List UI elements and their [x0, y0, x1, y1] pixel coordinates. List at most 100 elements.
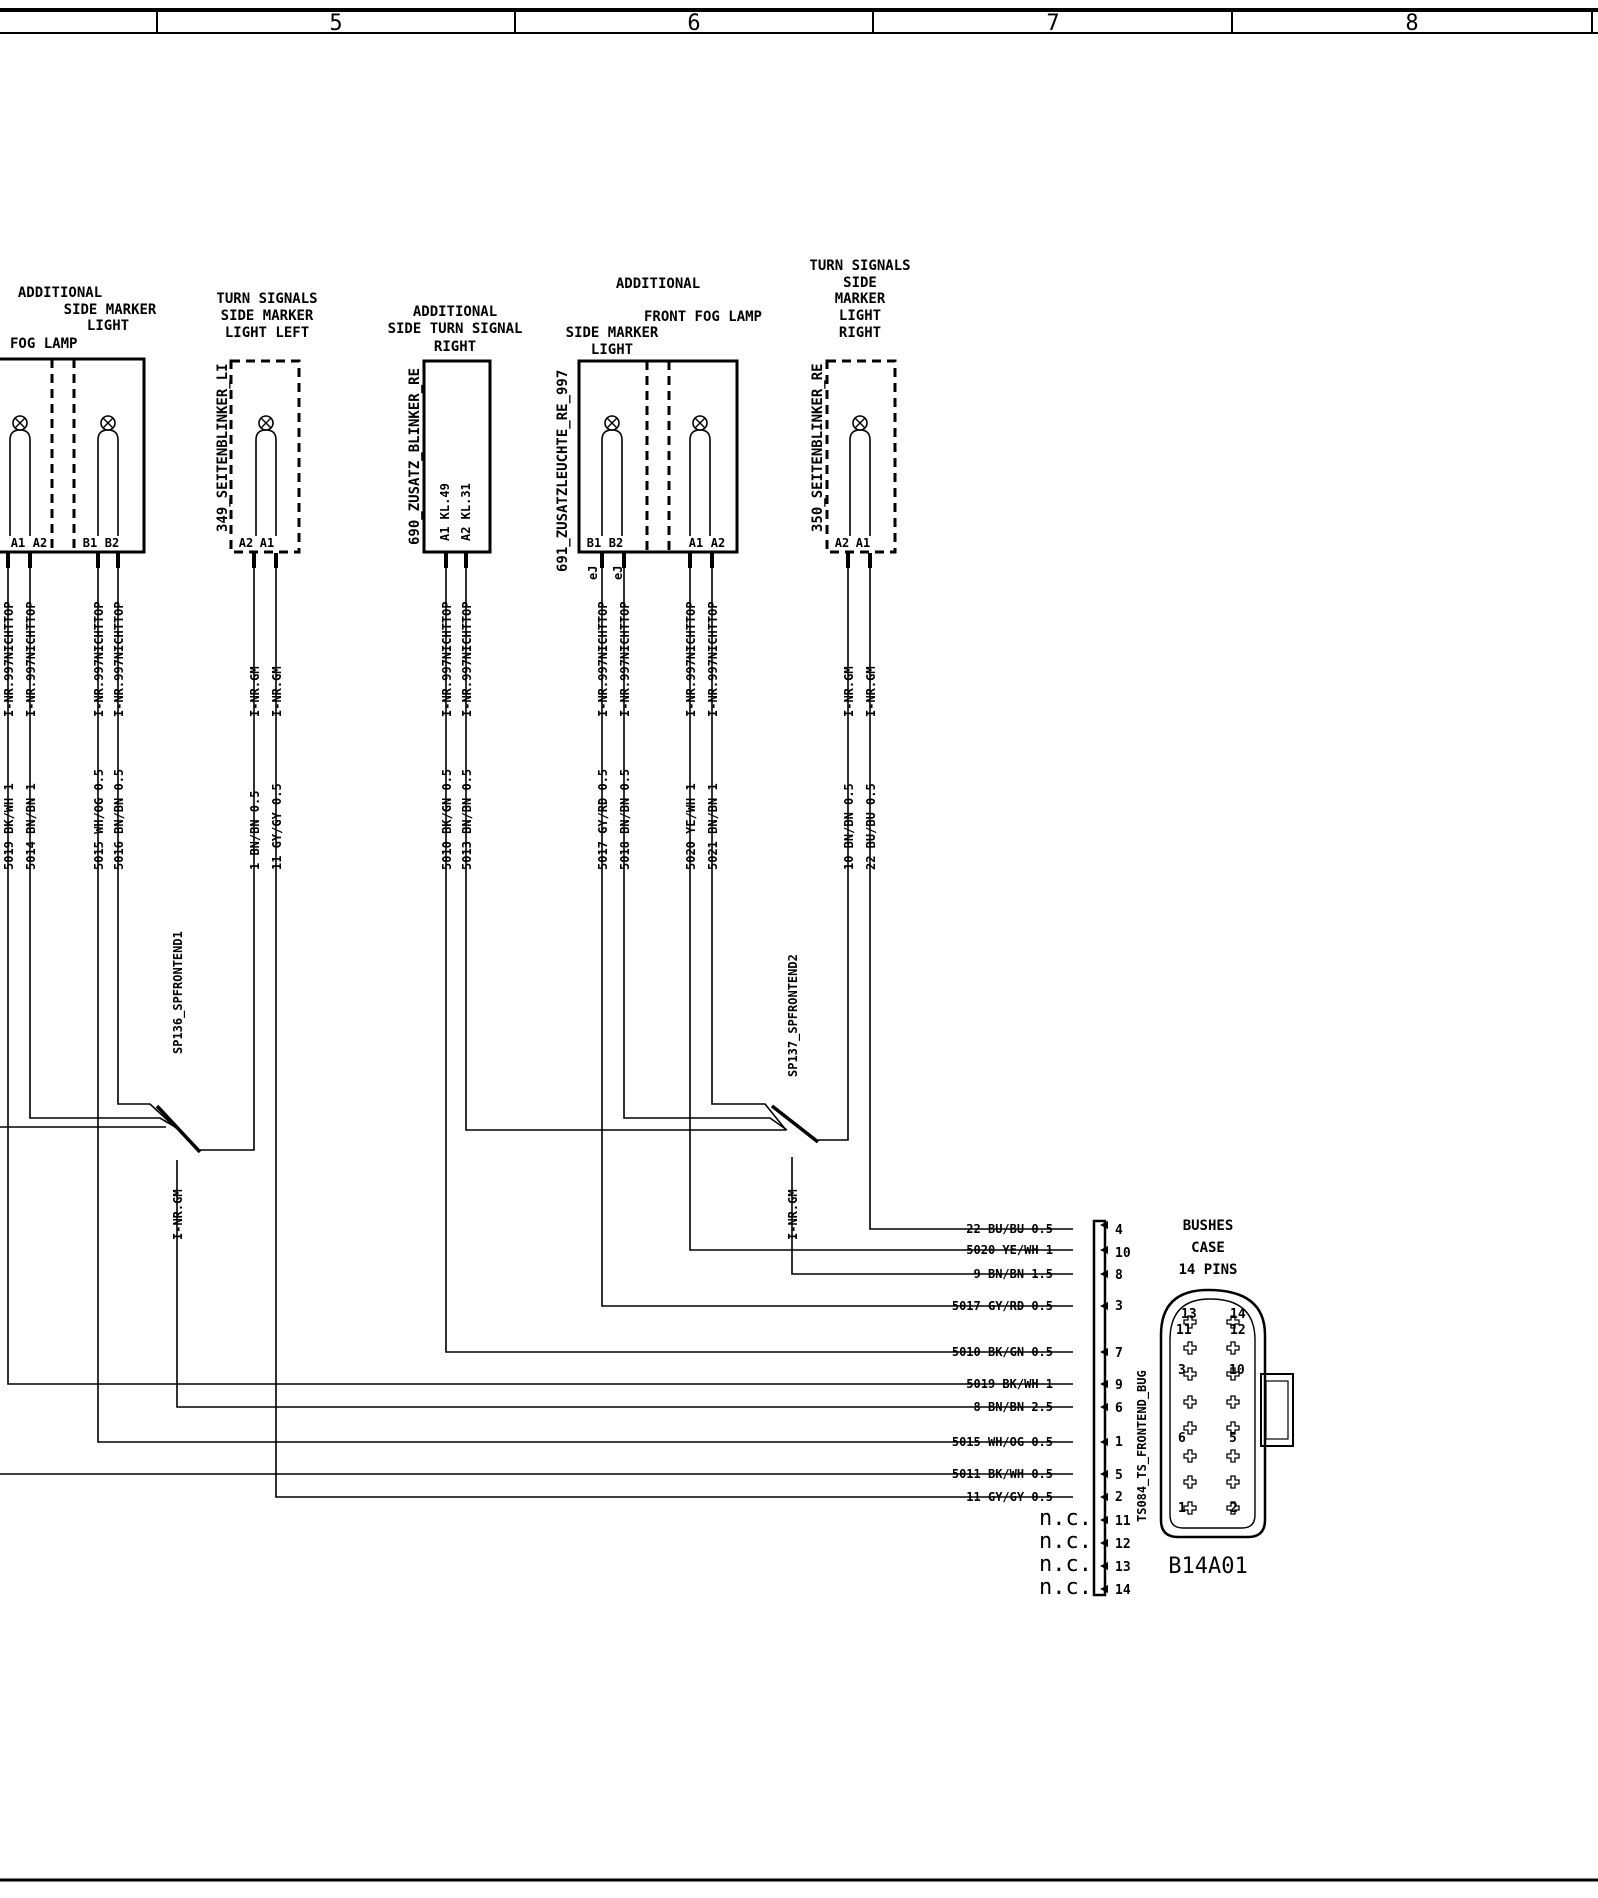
connector-pin-grid	[1183, 1315, 1240, 1515]
connector-cavity	[1226, 1315, 1240, 1329]
wire-condition: I-NR.997NICHTTOP	[92, 601, 106, 717]
wire-label: 5015 WH/OG 0.5	[92, 769, 106, 870]
wire-condition: I-NR.997NICHTTOP	[440, 601, 454, 717]
face-pin-number: 13	[1181, 1307, 1197, 1322]
connector-wire-label: 5020 YE/WH 1	[966, 1243, 1053, 1257]
connector-pin: 10	[1115, 1246, 1131, 1261]
wire-label: 5019 BK/WH 1	[2, 783, 16, 870]
connector-wire-labels: 22 BU/BU 0.5 5020 YE/WH 1 9 BN/BN 1.5 50…	[952, 1222, 1092, 1600]
connector-wire-label: n.c.	[1039, 1529, 1092, 1554]
lamp-icon	[100, 415, 116, 431]
splice-code: SP137_SPFRONTEND2	[786, 954, 801, 1077]
face-pin-number: 6	[1178, 1431, 1186, 1446]
wire-label: 5016 BN/BN 0.5	[112, 769, 126, 870]
connector-cavity	[1183, 1367, 1197, 1381]
component-title: TURN SIGNALS	[809, 258, 910, 274]
wire-label: 5017 GY/RD 0.5	[596, 769, 610, 870]
wire-label: 5010 BK/GN 0.5	[440, 769, 454, 870]
connector-cavity	[1226, 1395, 1240, 1409]
connector-wire-label: 5019 BK/WH 1	[966, 1377, 1053, 1391]
connector-wire-label: 5015 WH/OG 0.5	[952, 1435, 1053, 1449]
connector-pin: 12	[1115, 1537, 1131, 1552]
component-turn-signal-right: ADDITIONAL SIDE TURN SIGNAL RIGHT 690_ZU…	[388, 304, 523, 554]
wire-condition: I-NR.GM	[248, 666, 262, 717]
connector-face-b14a01: BUSHES CASE 14 PINS 13 14 11 12 3 10 6 5…	[1159, 1218, 1294, 1579]
component-title: RIGHT	[839, 325, 881, 341]
connector-pin: 7	[1115, 1346, 1123, 1361]
column-number: 7	[1046, 11, 1059, 36]
ring-terminal-mark: eJ	[611, 566, 625, 580]
connector-pin: 4	[1115, 1223, 1123, 1238]
connector-pin: 2	[1115, 1490, 1123, 1505]
connector-pin-numbers: 4 10 8 3 7 9 6 1 5 2 11 12 13 14	[1115, 1223, 1131, 1598]
wire-label: 5013 BN/BN 0.5	[460, 769, 474, 870]
pin-label: A1	[11, 536, 25, 550]
connector-cavity	[1183, 1449, 1197, 1463]
column-number: 8	[1405, 11, 1418, 36]
splice-condition: I-NR.GM	[786, 1189, 800, 1240]
component-title: FRONT FOG LAMP	[644, 309, 762, 325]
connector-cavity	[1183, 1341, 1197, 1355]
connector-title: 14 PINS	[1178, 1262, 1237, 1278]
component-title: ADDITIONAL	[413, 304, 497, 320]
connector-wire-label: n.c.	[1039, 1506, 1092, 1531]
connector-code: TS084_TS_FRONTEND_BUG	[1135, 1370, 1150, 1522]
wire-routing	[0, 553, 1073, 1498]
component-title: LIGHT	[591, 342, 633, 358]
connector-title: BUSHES	[1183, 1218, 1234, 1234]
component-title: TURN SIGNALS	[216, 291, 317, 307]
pin-label: A1	[260, 536, 274, 550]
component-title: LIGHT LEFT	[225, 325, 309, 341]
component-side-marker-right: TURN SIGNALS SIDE MARKER LIGHT RIGHT 350…	[809, 258, 911, 554]
wire-label: 5014 BN/BN 1	[24, 783, 38, 870]
connector-wire-label: 9 BN/BN 1.5	[974, 1267, 1053, 1281]
wire-label: 22 BU/BU 0.5	[864, 783, 878, 870]
splice-sp137: SP137_SPFRONTEND2 I-NR.GM	[770, 954, 820, 1240]
component-title: SIDE MARKER	[566, 325, 659, 341]
connector-cavity	[1183, 1501, 1197, 1515]
pin-label: B2	[609, 536, 623, 550]
face-pin-number: 3	[1178, 1363, 1186, 1378]
pin-label: A2	[835, 536, 849, 550]
component-title: SIDE	[843, 275, 877, 291]
face-pin-number: 5	[1229, 1431, 1237, 1446]
component-title: RIGHT	[434, 339, 476, 355]
connector-name: B14A01	[1168, 1554, 1247, 1579]
component-title: SIDE TURN SIGNAL	[388, 321, 523, 337]
lamp-icon	[258, 415, 274, 431]
component-title: ADDITIONAL	[18, 285, 102, 301]
header-bar: 5 6 7 8	[0, 8, 1598, 36]
wire-condition: I-NR.997NICHTTOP	[2, 601, 16, 717]
wire-condition: I-NR.997NICHTTOP	[706, 601, 720, 717]
pin-label: A2	[239, 536, 253, 550]
wire-label: 10 BN/BN 0.5	[842, 783, 856, 870]
component-title: FOG LAMP	[10, 336, 77, 352]
wire-label: 11 GY/GY 0.5	[270, 783, 284, 870]
pin-label: B2	[105, 536, 119, 550]
face-pin-number: 1	[1178, 1501, 1186, 1516]
wire-condition: I-NR.GM	[270, 666, 284, 717]
pin-label: B1	[83, 536, 97, 550]
connector-wire-label: 22 BU/BU 0.5	[966, 1222, 1053, 1236]
column-number: 6	[687, 11, 700, 36]
lamp-icon	[604, 415, 620, 431]
wire-condition: I-NR.997NICHTTOP	[684, 601, 698, 717]
connector-pin: 9	[1115, 1378, 1123, 1393]
wire-label: 5021 BN/BN 1	[706, 783, 720, 870]
splice-code: SP136_SPFRONTEND1	[171, 931, 186, 1054]
wire-labels: 5019 BK/WH 1 I-NR.997NICHTTOP 5014 BN/BN…	[2, 601, 878, 870]
component-title: MARKER	[835, 291, 886, 307]
face-pin-number: 14	[1230, 1307, 1246, 1322]
connector-pin: 8	[1115, 1268, 1123, 1283]
lamp-icon	[692, 415, 708, 431]
connector-cavity	[1183, 1395, 1197, 1409]
connector-ts084: TS084_TS_FRONTEND_BUG 22 BU/BU 0.5 5020 …	[952, 1219, 1150, 1600]
connector-cavity	[1226, 1501, 1240, 1515]
wire-condition: I-NR.997NICHTTOP	[460, 601, 474, 717]
component-title: LIGHT	[87, 318, 129, 334]
wire-label: 5018 BN/BN 0.5	[618, 769, 632, 870]
wire-label: 1 BN/BN 0.5	[248, 791, 262, 870]
connector-cavity	[1183, 1315, 1197, 1329]
wire-condition: I-NR.997NICHTTOP	[596, 601, 610, 717]
